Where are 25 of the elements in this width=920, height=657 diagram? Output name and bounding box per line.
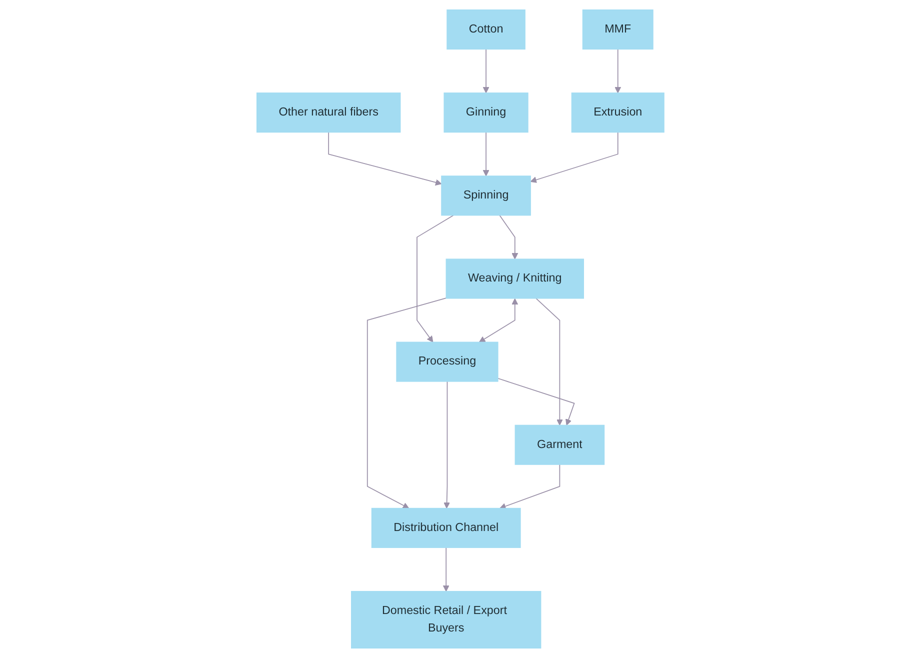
arrow (497, 377, 574, 425)
arrow (614, 48, 621, 93)
arrow (328, 131, 442, 186)
arrow (443, 380, 450, 508)
arrow (482, 131, 489, 176)
process-box: Garment (514, 424, 604, 464)
arrow (478, 298, 518, 342)
arrow (498, 214, 518, 259)
process-box: Extrusion (570, 92, 664, 132)
arrow (416, 214, 454, 342)
process-box: Distribution Channel (370, 507, 520, 548)
arrow (530, 131, 618, 182)
process-box: Processing (396, 341, 498, 382)
arrow (442, 546, 449, 592)
process-box: MMF (582, 8, 653, 50)
arrow (366, 297, 446, 508)
process-box: Ginning (443, 92, 528, 132)
process-box: Weaving / Knitting (445, 258, 584, 298)
process-box: Spinning (440, 175, 530, 216)
arrow (482, 48, 489, 93)
arrow (535, 297, 562, 425)
process-box: Cotton (446, 8, 525, 50)
arrow (499, 464, 560, 509)
process-box: Other natural fibers (256, 92, 400, 132)
process-box: Domestic Retail / Export Buyers (350, 590, 541, 648)
